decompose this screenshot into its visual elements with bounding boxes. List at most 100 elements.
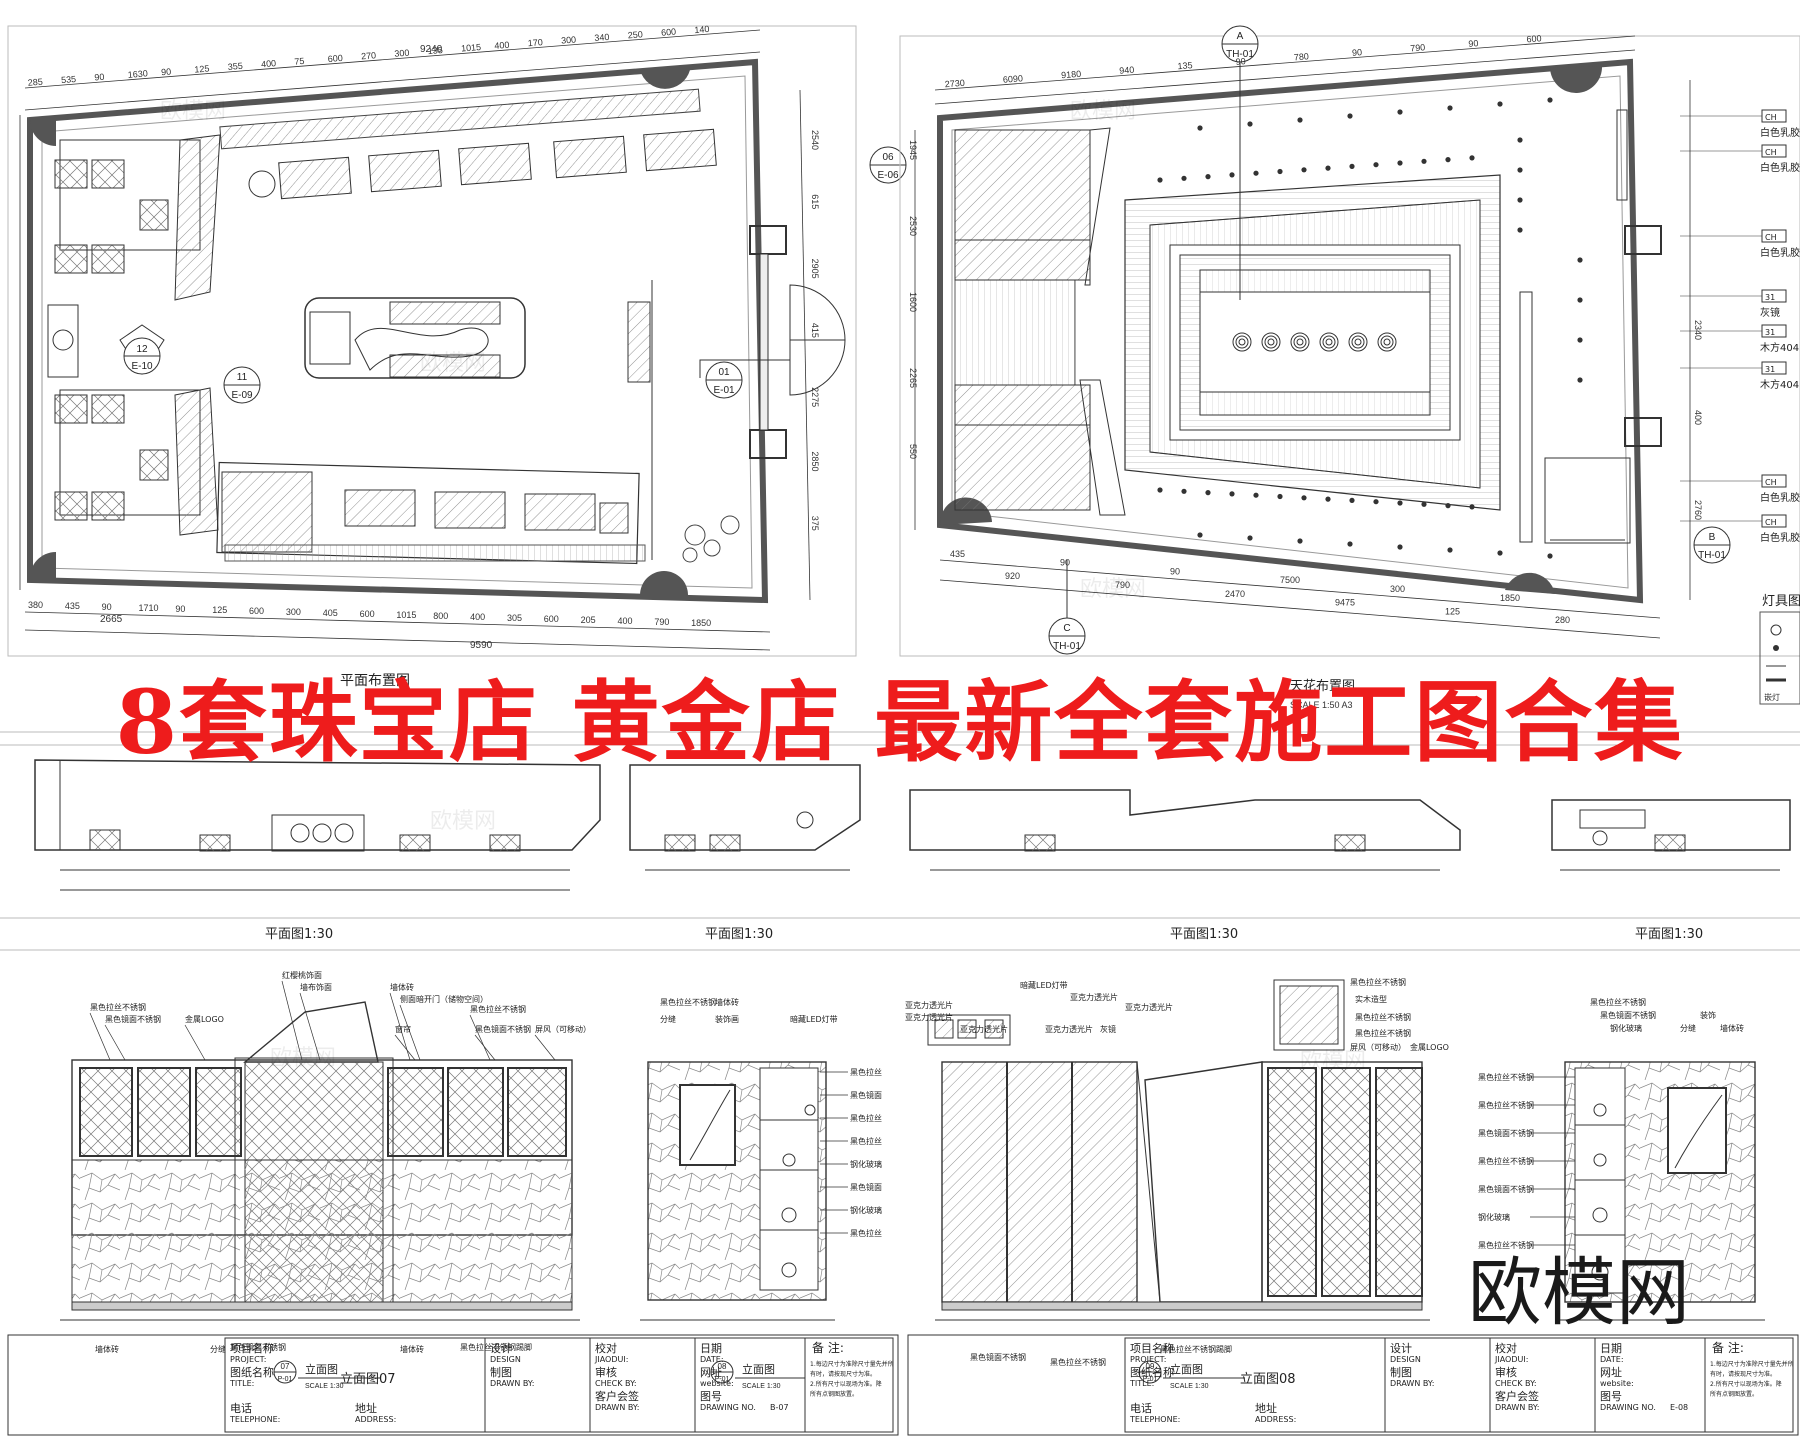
plan-display-cabinets-top — [248, 128, 717, 200]
plan-dim-right-value: 2275 — [810, 387, 820, 407]
ceiling-legend: CH白色乳胶CH白色乳胶CH白色乳胶31灰镜31木方40431木方404CH白色… — [1680, 109, 1800, 544]
callout-label: 装饰 — [1700, 1010, 1716, 1020]
plan-top-showcases — [219, 88, 701, 150]
plan-dim-bottom-value: 205 — [581, 615, 596, 625]
callout-label: 分缝 — [660, 1014, 676, 1024]
pendant-lamp — [1232, 332, 1252, 352]
tb-drawn-en: DRAWN BY: — [490, 1379, 534, 1388]
callout-label: 黑色拉丝不锈钢 — [1478, 1240, 1534, 1250]
e08-callouts: 黑色拉丝不锈钢分缝墙体砖装饰画暗藏LED灯带黑色拉丝黑色镜面黑色拉丝黑色拉丝钢化… — [660, 997, 882, 1238]
legend-code: 31 — [1765, 365, 1775, 374]
downlight — [1253, 492, 1259, 498]
callout-label: 墙体砖 — [390, 982, 414, 992]
svg-text:欧模网: 欧模网 — [160, 99, 226, 124]
pendant-lamp — [1261, 332, 1281, 352]
tb-date-en: DATE: — [700, 1355, 724, 1364]
title-block-frame — [1704, 1337, 1794, 1433]
callout-label: 装饰画 — [715, 1014, 739, 1024]
plan-dim-top-value: 535 — [61, 74, 77, 85]
callout-label: 黑色拉丝 — [850, 1228, 882, 1238]
downlight — [1497, 101, 1503, 107]
svg-text:P-01: P-01 — [278, 1376, 293, 1383]
plan-dim-right-value: 415 — [810, 323, 820, 338]
ceiling-dim-top-value: 600 — [1526, 33, 1542, 44]
downlight — [1297, 538, 1303, 544]
callout-label: 墙体砖 — [1720, 1023, 1744, 1033]
plan-wall-outer — [27, 58, 769, 604]
plan-dim-top-value: 90 — [161, 66, 172, 77]
tb-project-en: PROJECT: — [1130, 1355, 1166, 1364]
leader-line — [104, 1024, 126, 1061]
callout-label: 墙布饰面 — [300, 982, 332, 992]
legend-label: 白色乳胶 — [1760, 126, 1800, 139]
ceiling-pendant-lamps — [1232, 332, 1397, 352]
callout-label: 黑色拉丝不锈钢 — [1590, 997, 1646, 1007]
pendant-lamp — [1348, 332, 1368, 352]
svg-text:E-01: E-01 — [713, 385, 735, 396]
svg-text:11: 11 — [237, 372, 248, 383]
pendant-lamp — [1264, 335, 1278, 349]
downlight — [1577, 297, 1583, 303]
svg-text:TH-01: TH-01 — [1698, 550, 1726, 561]
downlight — [1253, 170, 1259, 176]
callout-label: 亚克力透光片 — [905, 1000, 953, 1010]
svg-text:欧模网: 欧模网 — [1070, 99, 1136, 124]
plan-strip-2 — [629, 764, 861, 871]
leader-line — [474, 1034, 496, 1061]
svg-text:SCALE 1:30: SCALE 1:30 — [305, 1383, 344, 1390]
tb-note-line: 1.每边尺寸为准除尺寸量先并所 — [810, 1360, 894, 1368]
downlight — [1547, 553, 1553, 559]
downlight — [1517, 137, 1523, 143]
callout-label: 屏风（可移动） — [1350, 1042, 1406, 1052]
callout-label: 黑色拉丝不锈钢 — [1478, 1072, 1534, 1082]
leader-line — [469, 1014, 491, 1061]
plan-dim-top-value: 300 — [394, 48, 410, 59]
plan-dim-top-value: 75 — [294, 56, 305, 67]
downlight — [1325, 496, 1331, 502]
callout-label: 墙体砖 — [95, 1344, 119, 1354]
callout-label: 黑色镜面不锈钢 — [1600, 1010, 1656, 1020]
plan-dim-bottom-value: 300 — [286, 607, 301, 617]
callout-label: 墙体砖 — [715, 997, 739, 1007]
ceiling-section-tags: A TH-01 B TH-01 C TH-01 — [1048, 25, 1731, 655]
tb-no-cn: 图号 — [1600, 1390, 1622, 1403]
plan-strip-caption-4: 平面图1:30 — [1635, 927, 1703, 942]
tb-client-cn: 客户会签 — [595, 1389, 639, 1403]
tb-note-line: 2.所有尺寸以现场为准。降 — [810, 1380, 882, 1388]
leader-line — [184, 1024, 206, 1061]
tb-client-en: DRAWN BY: — [595, 1403, 639, 1412]
downlight — [1445, 157, 1451, 163]
plan-dim-top-value: 125 — [194, 63, 210, 74]
legend-code: CH — [1765, 478, 1777, 487]
downlight — [1277, 168, 1283, 175]
callout-label: 黑色拉丝不锈钢 — [470, 1004, 526, 1014]
tb-address-cn: 地址 — [1255, 1401, 1277, 1415]
pendant-lamp — [1238, 338, 1246, 346]
ceiling-tag-c: C TH-01 — [1048, 560, 1086, 655]
svg-text:E-09: E-09 — [231, 390, 253, 401]
svg-text:A: A — [1237, 31, 1244, 42]
callout-label: 黑色拉丝不锈钢踢脚 — [1160, 1344, 1232, 1354]
callout-label: 钢化玻璃 — [1610, 1023, 1642, 1033]
pendant-lamp — [1351, 335, 1365, 349]
plan-dim-top-value: 140 — [694, 24, 710, 35]
svg-text:立面图: 立面图 — [742, 1362, 775, 1376]
downlight — [1447, 105, 1453, 111]
plan-dim-top-total: 9240 — [420, 44, 443, 55]
ceiling-dim-bottom-value: 280 — [1555, 615, 1570, 625]
downlight — [1469, 504, 1475, 510]
ceiling-dim-left-value: 550 — [908, 444, 918, 459]
elevation-10: 黑色拉丝不锈钢黑色镜面不锈钢钢化玻璃装饰分缝墙体砖黑色拉丝不锈钢黑色拉丝不锈钢黑… — [1478, 997, 1765, 1321]
watermarks: 欧模网 欧模网 欧模网 欧模网 欧模网 欧模网 欧模网 — [160, 99, 1366, 1074]
svg-text:12: 12 — [136, 344, 148, 355]
callout-label: 黑色镜面 — [850, 1090, 882, 1100]
svg-text:08: 08 — [718, 1362, 727, 1371]
plan-dim-top-value: 400 — [494, 40, 510, 51]
tb-address-cn: 地址 — [355, 1401, 377, 1415]
svg-text:09: 09 — [1146, 1362, 1155, 1371]
